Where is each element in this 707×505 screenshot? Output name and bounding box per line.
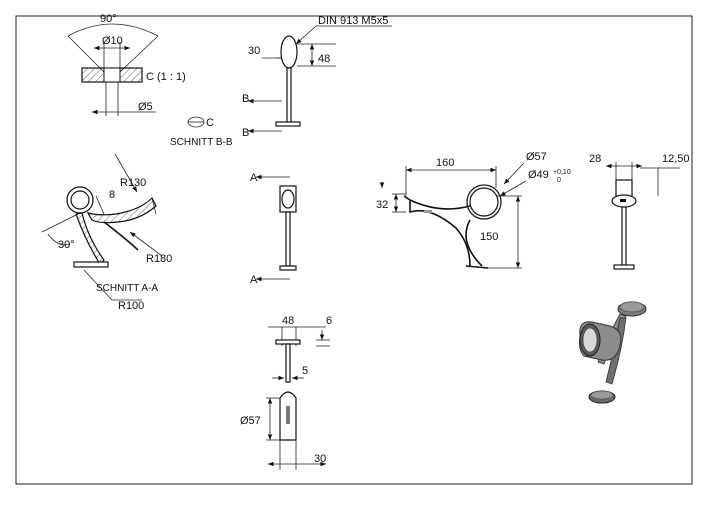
bottom-gap6-label: 6: [326, 315, 332, 327]
section-bb-marker: C SCHNITT B-B: [170, 116, 233, 148]
detail-c-angle-label: 90°: [100, 13, 117, 25]
section-aa-r180-label: R180: [146, 253, 172, 265]
detail-c-dia-top-label: Ø10: [102, 35, 123, 47]
section-a-marker-top: A: [250, 172, 258, 184]
section-a-marker-bottom: A: [250, 274, 258, 286]
center-side-view: A A: [250, 172, 297, 286]
front-dia49-tol-upper: +0,10: [553, 169, 571, 176]
bottom-width48-label: 48: [282, 315, 294, 327]
section-aa-angle-label: 30°: [58, 239, 75, 251]
right-width28-label: 28: [589, 153, 601, 165]
section-bb-title: SCHNITT B-B: [170, 137, 233, 148]
section-aa-r100-label: R100: [118, 300, 144, 312]
section-aa-r130-label: R130: [120, 177, 146, 189]
right-side-view: 28 12,50: [589, 153, 690, 270]
front-bracket-arm: [403, 195, 471, 267]
thread-spec-label: DIN 913 M5x5: [318, 15, 388, 27]
front-height150-label: 150: [480, 231, 498, 243]
bottom-view: 48 6 5 Ø57 30: [240, 315, 332, 470]
section-b-marker-bottom: B: [242, 127, 249, 139]
side-top-height-label: 48: [318, 53, 330, 65]
front-dia57-label: Ø57: [526, 151, 547, 163]
front-dia49-tol-lower: 0: [557, 177, 561, 184]
detail-c-view: 90° Ø10 Ø5 C (1 : 1): [67, 13, 186, 116]
right-offset-label: 12,50: [662, 153, 690, 165]
detail-c-title: C (1 : 1): [146, 71, 186, 83]
detail-c-dia-bottom-label: Ø5: [138, 101, 153, 113]
section-aa-thickness-label: 8: [109, 189, 115, 201]
section-b-marker-top: B: [242, 93, 249, 105]
side-top-width-label: 30: [248, 45, 260, 57]
side-view-top: DIN 913 M5x5 30 48 B B: [242, 15, 392, 139]
sheet-border: [15, 15, 693, 485]
section-aa-title: SCHNITT A-A: [96, 283, 158, 294]
section-aa-view: R130 8 30° R180 SCHNITT A-A R100: [41, 153, 172, 312]
front-dia49-label: Ø49: [528, 169, 549, 181]
bottom-dia57-label: Ø57: [240, 415, 261, 427]
isometric-bracket-render: [579, 301, 647, 404]
bottom-width30-label: 30: [314, 453, 326, 465]
front-view: 160 Ø57 Ø49 +0,10 0 32 150: [376, 151, 571, 269]
front-width-label: 160: [436, 157, 454, 169]
front-height32-label: 32: [376, 199, 388, 211]
bottom-gap5-label: 5: [302, 365, 308, 377]
section-bb-marker-label: C: [206, 117, 214, 129]
